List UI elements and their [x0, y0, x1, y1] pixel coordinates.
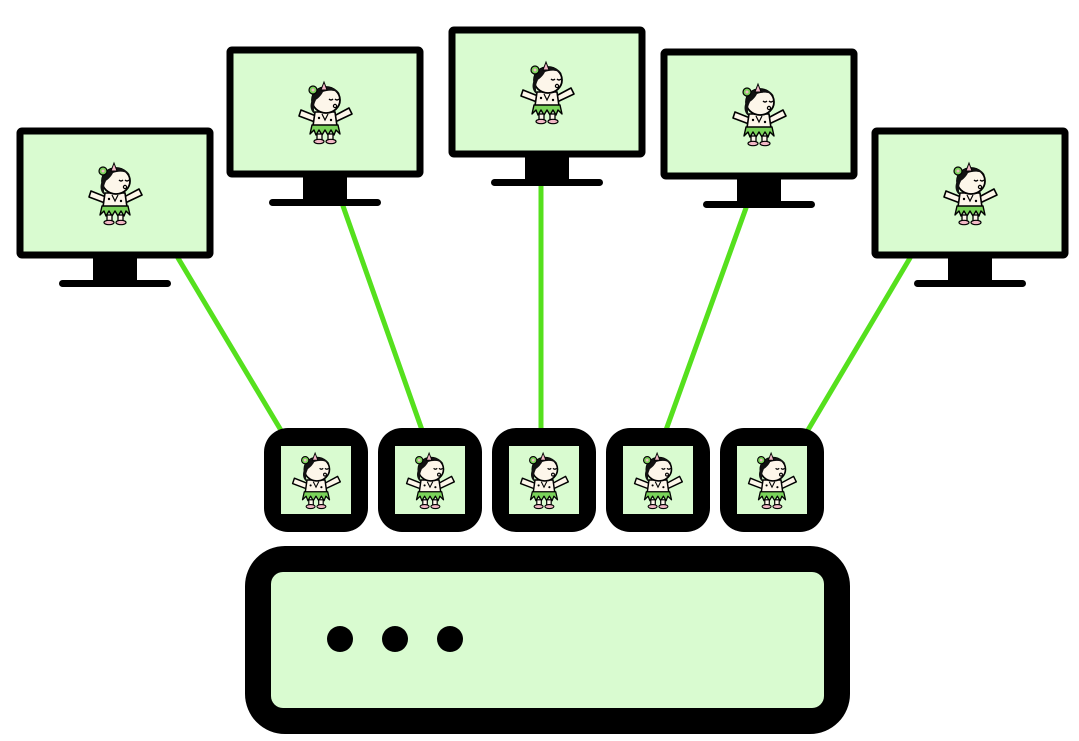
server-indicator-dot [327, 626, 353, 652]
monitor-stand [269, 199, 381, 206]
monitor-neck [303, 177, 347, 201]
monitor-neck [93, 258, 137, 282]
cable-1 [175, 255, 285, 435]
cable-2 [340, 203, 425, 433]
monitor-neck [525, 157, 569, 181]
monitor-neck [948, 258, 992, 282]
session-2 [378, 428, 482, 532]
session-1 [264, 428, 368, 532]
server-indicator-dot [437, 626, 463, 652]
monitor-5 [871, 127, 1069, 287]
session-3 [492, 428, 596, 532]
monitor-1 [16, 127, 214, 287]
monitor-3 [448, 26, 646, 186]
cable-5 [805, 255, 913, 433]
server-unit [245, 546, 850, 734]
connection-cables [175, 183, 913, 435]
monitor-stand [491, 179, 603, 186]
monitors-group [16, 26, 1069, 287]
cable-4 [663, 205, 749, 433]
monitor-stand [59, 280, 171, 287]
session-4 [606, 428, 710, 532]
session-tiles-group [264, 428, 824, 532]
monitor-2 [226, 46, 424, 206]
monitor-stand [703, 201, 815, 208]
session-5 [720, 428, 824, 532]
server-indicator-dot [382, 626, 408, 652]
monitor-stand [914, 280, 1026, 287]
monitor-4 [660, 48, 858, 208]
server-panel [271, 572, 824, 708]
monitor-neck [737, 179, 781, 203]
